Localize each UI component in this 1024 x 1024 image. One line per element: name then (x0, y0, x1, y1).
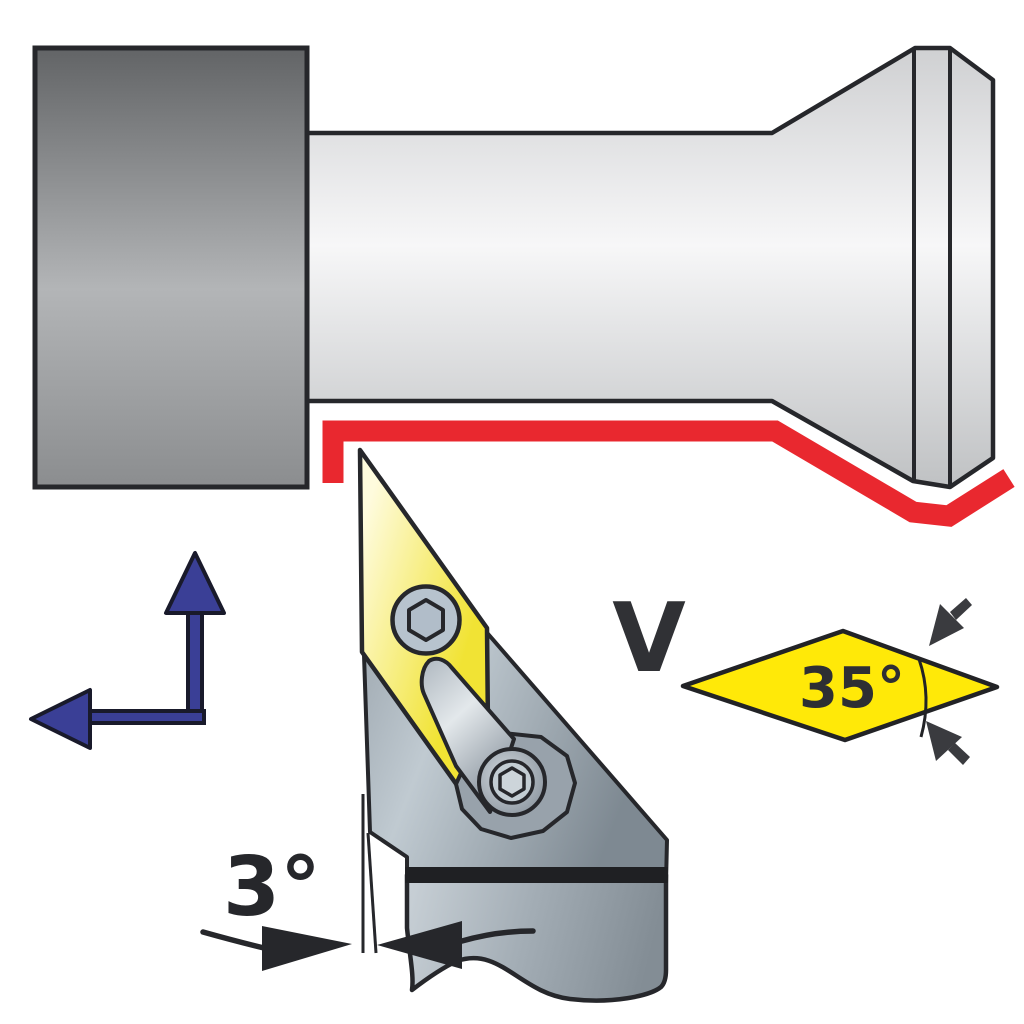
feed-arrow-left-shaft (86, 709, 206, 725)
workpiece-body (304, 45, 996, 490)
feed-arrow-up-shaft (186, 608, 204, 725)
insert-symbol-diamond (680, 628, 1000, 743)
dimension-leader-right (459, 928, 536, 944)
lathe-chuck (32, 45, 310, 490)
tip-angle-arrow-lower-head (926, 721, 962, 761)
tool-holder-shank (404, 872, 669, 1003)
clamp-screw-hex-socket (498, 766, 526, 798)
dimension-arrow-left (262, 926, 352, 971)
holder-head-shank-band (405, 867, 668, 883)
tip-angle-arrow-upper-head (929, 604, 964, 646)
tool-edge-line (366, 832, 378, 954)
toolpath-line (322, 420, 1015, 527)
feed-arrow-up-head (164, 551, 226, 615)
feed-direction-symbol (29, 551, 226, 750)
tip-angle-arrow-upper (929, 598, 972, 646)
tip-angle-arrow-lower (926, 721, 970, 765)
dimension-arrow-right (377, 921, 462, 969)
tip-angle-arrow-lower-tail (948, 743, 970, 765)
tip-angle-arrow-upper-tail (950, 598, 972, 620)
clearance-angle-label: 3° (223, 840, 321, 935)
tip-angle-arc (917, 658, 928, 738)
insert-angle-label: 35° (799, 656, 905, 721)
insert-screw-hex-socket (407, 598, 445, 642)
dimension-leader-left (200, 929, 267, 951)
feed-arrow-left-head (29, 688, 92, 750)
insert-code-label: V (612, 584, 686, 694)
